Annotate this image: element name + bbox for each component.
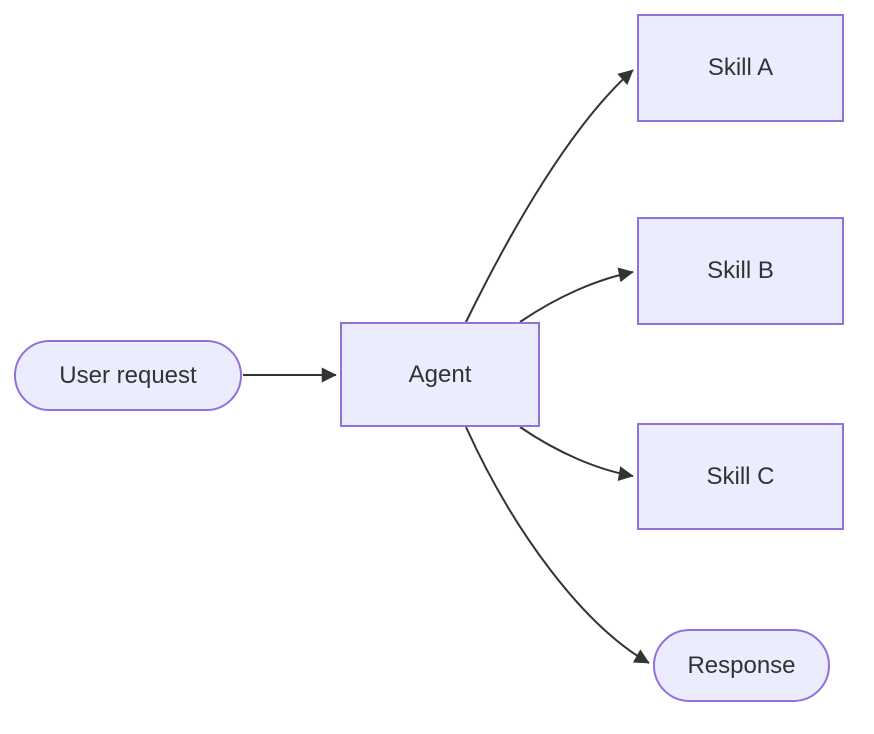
node-skill-c: Skill C: [637, 423, 844, 530]
node-skill-a-label: Skill A: [707, 54, 774, 81]
node-user-request: User request: [14, 340, 242, 411]
node-agent-label: Agent: [408, 360, 472, 388]
node-response: Response: [653, 629, 830, 702]
node-skill-b: Skill B: [637, 217, 844, 325]
node-skill-a: Skill A: [637, 14, 844, 122]
node-response-label: Response: [687, 651, 796, 679]
edge-agent-to-skill-a: [465, 69, 634, 323]
edge-agent-to-skill-c: [519, 426, 634, 481]
node-agent: Agent: [340, 322, 540, 427]
edge-agent-to-response: [465, 426, 650, 664]
node-user-request-label: User request: [59, 361, 197, 389]
edge-agent-to-skill-b: [519, 267, 634, 323]
node-skill-c-label: Skill C: [706, 462, 775, 490]
node-skill-b-label: Skill B: [707, 257, 774, 284]
